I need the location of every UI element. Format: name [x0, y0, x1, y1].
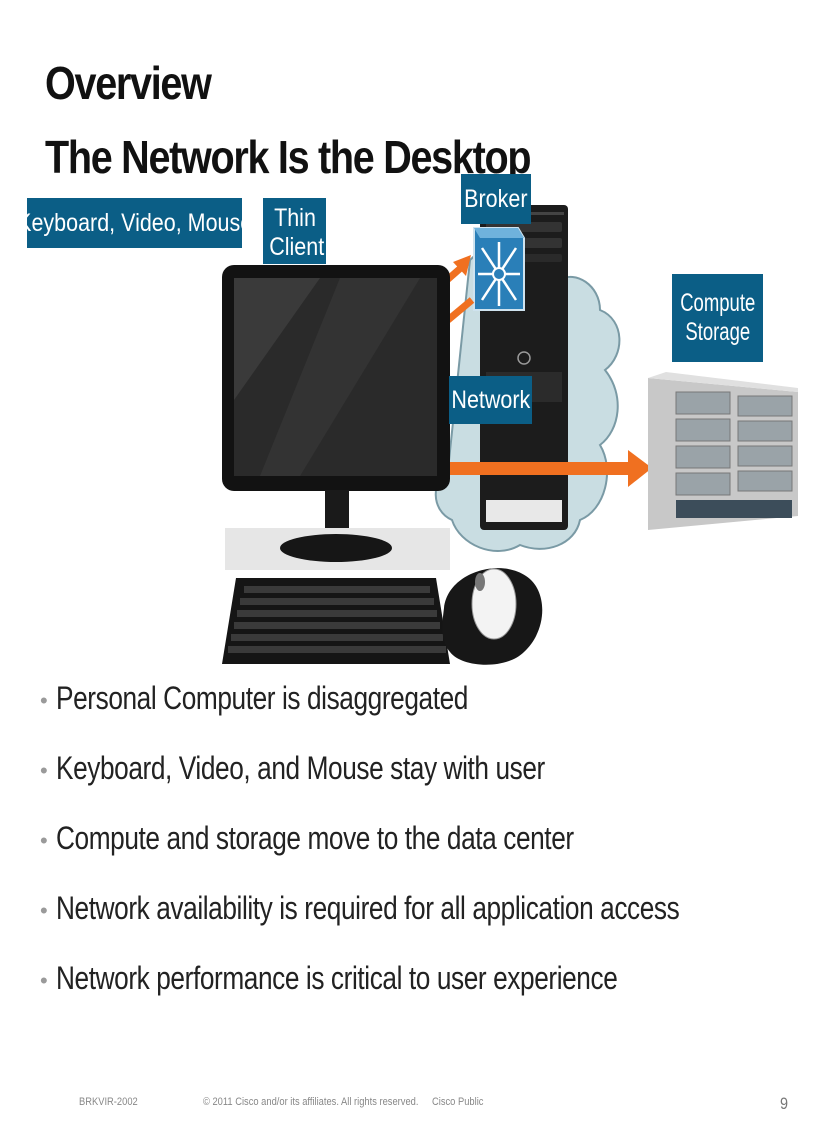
slide-title: Overview — [45, 57, 212, 109]
hp-logo-icon — [517, 351, 531, 365]
label-compute-storage: Compute Storage — [672, 274, 763, 362]
bullet-item: •Compute and storage move to the data ce… — [40, 820, 574, 856]
label-storage: Storage — [685, 318, 750, 346]
bullet-item: •Network availability is required for al… — [40, 890, 680, 926]
desktop-illustration — [222, 205, 798, 665]
slide-subtitle: The Network Is the Desktop — [45, 131, 532, 183]
label-thin-client: Thin Client — [263, 198, 326, 264]
arrow-to-broker-head — [453, 255, 471, 276]
blade-chassis — [648, 372, 798, 530]
bullet-item: •Network performance is critical to user… — [40, 960, 618, 996]
footer-classification: Cisco Public — [432, 1096, 484, 1108]
arrow-network-link — [445, 297, 475, 323]
label-broker: Broker — [461, 174, 531, 224]
bullet-item: •Personal Computer is disaggregated — [40, 680, 468, 716]
mouse — [442, 568, 543, 665]
keyboard — [222, 578, 450, 664]
broker-switch-icon — [473, 227, 525, 311]
label-network: Network — [449, 376, 532, 424]
bullet-list: •Personal Computer is disaggregated •Key… — [40, 680, 816, 1030]
page-number: 9 — [780, 1094, 789, 1113]
monitor — [222, 265, 450, 570]
footer-session-code: BRKVIR-2002 — [79, 1096, 138, 1108]
footer-copyright: © 2011 Cisco and/or its affiliates. All … — [203, 1096, 419, 1108]
bullet-item: •Keyboard, Video, and Mouse stay with us… — [40, 750, 545, 786]
label-keyboard-video-mouse: Keyboard, Video, Mouse — [27, 198, 242, 248]
arrow-to-compute-head — [628, 450, 652, 487]
arrow-to-compute — [445, 462, 635, 475]
label-compute: Compute — [679, 289, 756, 318]
